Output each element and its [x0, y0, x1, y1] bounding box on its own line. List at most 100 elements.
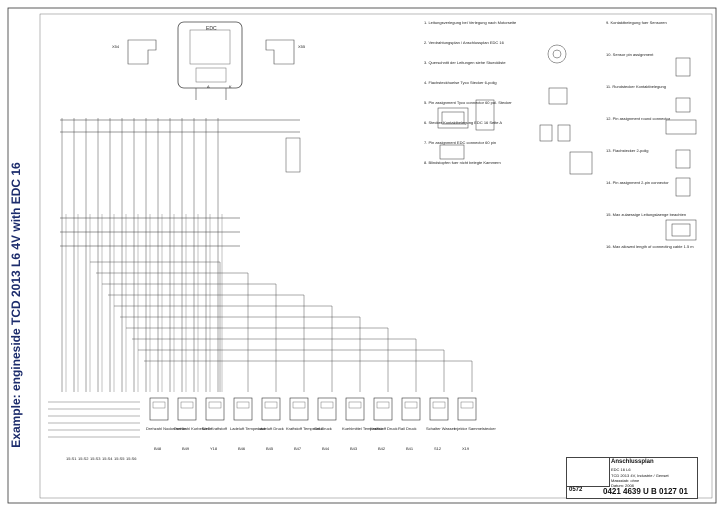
sensor-label: Kraftstoff Temperatur: [286, 426, 324, 431]
title-block-number: 0421 4639 U B 0127 01: [603, 487, 688, 496]
sensor-code: X19: [462, 446, 470, 451]
sensor-code: Y18: [210, 446, 218, 451]
ecu-label: EDC: [206, 26, 217, 32]
legend-item: 14. Pin assignment 2-pin connector: [606, 180, 669, 185]
sensor-pin-block: [264, 401, 278, 409]
sensor-pin-block: [236, 401, 250, 409]
sensor-connector: [289, 397, 309, 421]
sensor-code: B45: [266, 446, 274, 451]
sensor-connector: [233, 397, 253, 421]
connector-left-shell: [127, 39, 157, 65]
sensor-run: [114, 305, 333, 392]
sensor-label: Schalter Wasser: [426, 426, 456, 431]
sensor-code: S12: [434, 446, 442, 451]
wire-label: 15.S4: [102, 456, 113, 461]
tyco-connector: [285, 137, 301, 173]
sensor-connector: [429, 397, 449, 421]
sheet-border: [7, 7, 717, 504]
connector-left-label: X54: [112, 44, 120, 49]
legend-item: 8. Blindstopfen fuer nicht belegte Kamme…: [424, 160, 501, 165]
ecu-block: [177, 21, 243, 100]
sensor-code: B47: [294, 446, 302, 451]
sensor-label: Oel Druck: [314, 426, 332, 431]
sensor-connector: [373, 397, 393, 421]
title-block-revision-grid: [567, 458, 610, 487]
sensor-pin-block: [432, 401, 446, 409]
wire-label: 15.S1: [66, 456, 77, 461]
sensor-code: B49: [182, 446, 190, 451]
legend-item: 12. Pin assignment round connector: [606, 116, 671, 121]
sensor-run: [96, 272, 249, 392]
sensor-connector: [401, 397, 421, 421]
sensor-connector: [457, 397, 477, 421]
sensor-connector: [261, 397, 281, 421]
sensor-connector: [149, 397, 169, 421]
sensor-pin-block: [460, 401, 474, 409]
sensor-pin-block: [152, 401, 166, 409]
legend-item: 1. Leitungsverlegung bei Verlegung nach …: [424, 20, 517, 25]
title-block-title: Anschlussplan: [611, 459, 654, 465]
legend-item: 15. Max zulaessige Leitungslaenge beacht…: [606, 212, 687, 217]
legend-item: 13. Flachstecker 2-polig: [606, 148, 649, 153]
ecu-side-k: K: [229, 84, 232, 89]
title-block-code: 0572: [569, 487, 583, 493]
pin-diagram-group: [437, 44, 697, 241]
sensor-pin-block: [180, 401, 194, 409]
sensor-pin-block: [404, 401, 418, 409]
bus-lines: [60, 119, 300, 247]
sensor-run: [102, 283, 277, 392]
sensor-pin-block: [292, 401, 306, 409]
legend-item: 11. Rundstecker Kontaktbelegung: [606, 84, 666, 89]
connector-right-shell: [265, 39, 295, 65]
sensor-label: Injektor Sammelstecker: [454, 426, 496, 431]
sensor-run: [138, 349, 445, 392]
sensor-connector: [205, 397, 225, 421]
sensor-pin-block: [376, 401, 390, 409]
legend-item: 3. Querschnitt der Leitungen siehe Stuec…: [424, 60, 506, 65]
legend-item: 7. Pin assignment EDC connector 60 pin: [424, 140, 497, 145]
legend-item: 16. Max allowed length of connecting cab…: [606, 244, 694, 249]
sensor-label: Rail Druck: [398, 426, 417, 431]
ecu-side-a: A: [207, 84, 210, 89]
wire-bundle: [61, 118, 473, 392]
wire-label: 15.S3: [90, 456, 101, 461]
title-block-line-2: Massstab: ohne: [611, 478, 640, 483]
sensor-run: [108, 294, 305, 392]
sensor-run: [132, 338, 417, 392]
legend-item: 4. Flachsteckhuelse Tyco Stecker 6-polig: [424, 80, 497, 85]
title-block-line-1: TCD 2013 4V, Industrie / Genset: [611, 473, 669, 478]
sensor-pin-block: [208, 401, 222, 409]
sensor-code: B41: [406, 446, 414, 451]
sensor-label: Kuehlmittel Temperatur: [342, 426, 384, 431]
sensor-connector: [317, 397, 337, 421]
wire-label: 15.S6: [126, 456, 137, 461]
title-block: Anschlussplan EDC 16 L6 TCD 2013 4V, Ind…: [566, 457, 698, 499]
legend-item: 9. Kontaktbelegung fuer Sensoren: [606, 20, 667, 25]
drawing-title-vertical: Example: engineside TCD 2013 L6 4V with …: [9, 162, 23, 448]
connector-right-label: X55: [298, 44, 306, 49]
sensor-code: B44: [322, 446, 330, 451]
title-block-line-3: Datum: 2008: [611, 483, 634, 488]
legend-item: 10. Sensor pin assignment: [606, 52, 654, 57]
sensor-pin-block: [320, 401, 334, 409]
title-block-subtitle: EDC 16 L6: [611, 467, 631, 472]
legend-item: 5. Pin assignment Tyco connector 60 pol.…: [424, 100, 512, 105]
sensor-code: B43: [350, 446, 358, 451]
sensor-label: Drehzahl Kurbelwelle: [174, 426, 212, 431]
legend-item: 6. Stecker Kontaktbelegung EDC 16 Seite …: [424, 120, 503, 125]
sensor-code: B48: [154, 446, 162, 451]
sensor-run: [144, 360, 473, 392]
sensor-code: B46: [238, 446, 246, 451]
sensor-run: [90, 261, 221, 392]
sensor-label: Ladeluft Temperatur: [230, 426, 266, 431]
sensor-label: Ladeluft Druck: [258, 426, 284, 431]
sensor-label: Stell Kraftstoff: [202, 426, 227, 431]
sensor-code: B42: [378, 446, 386, 451]
wire-label: 15.S5: [114, 456, 125, 461]
drawing-frame: [39, 13, 713, 499]
sensor-pin-block: [348, 401, 362, 409]
sensor-connector: [177, 397, 197, 421]
sensor-run: [126, 327, 389, 392]
